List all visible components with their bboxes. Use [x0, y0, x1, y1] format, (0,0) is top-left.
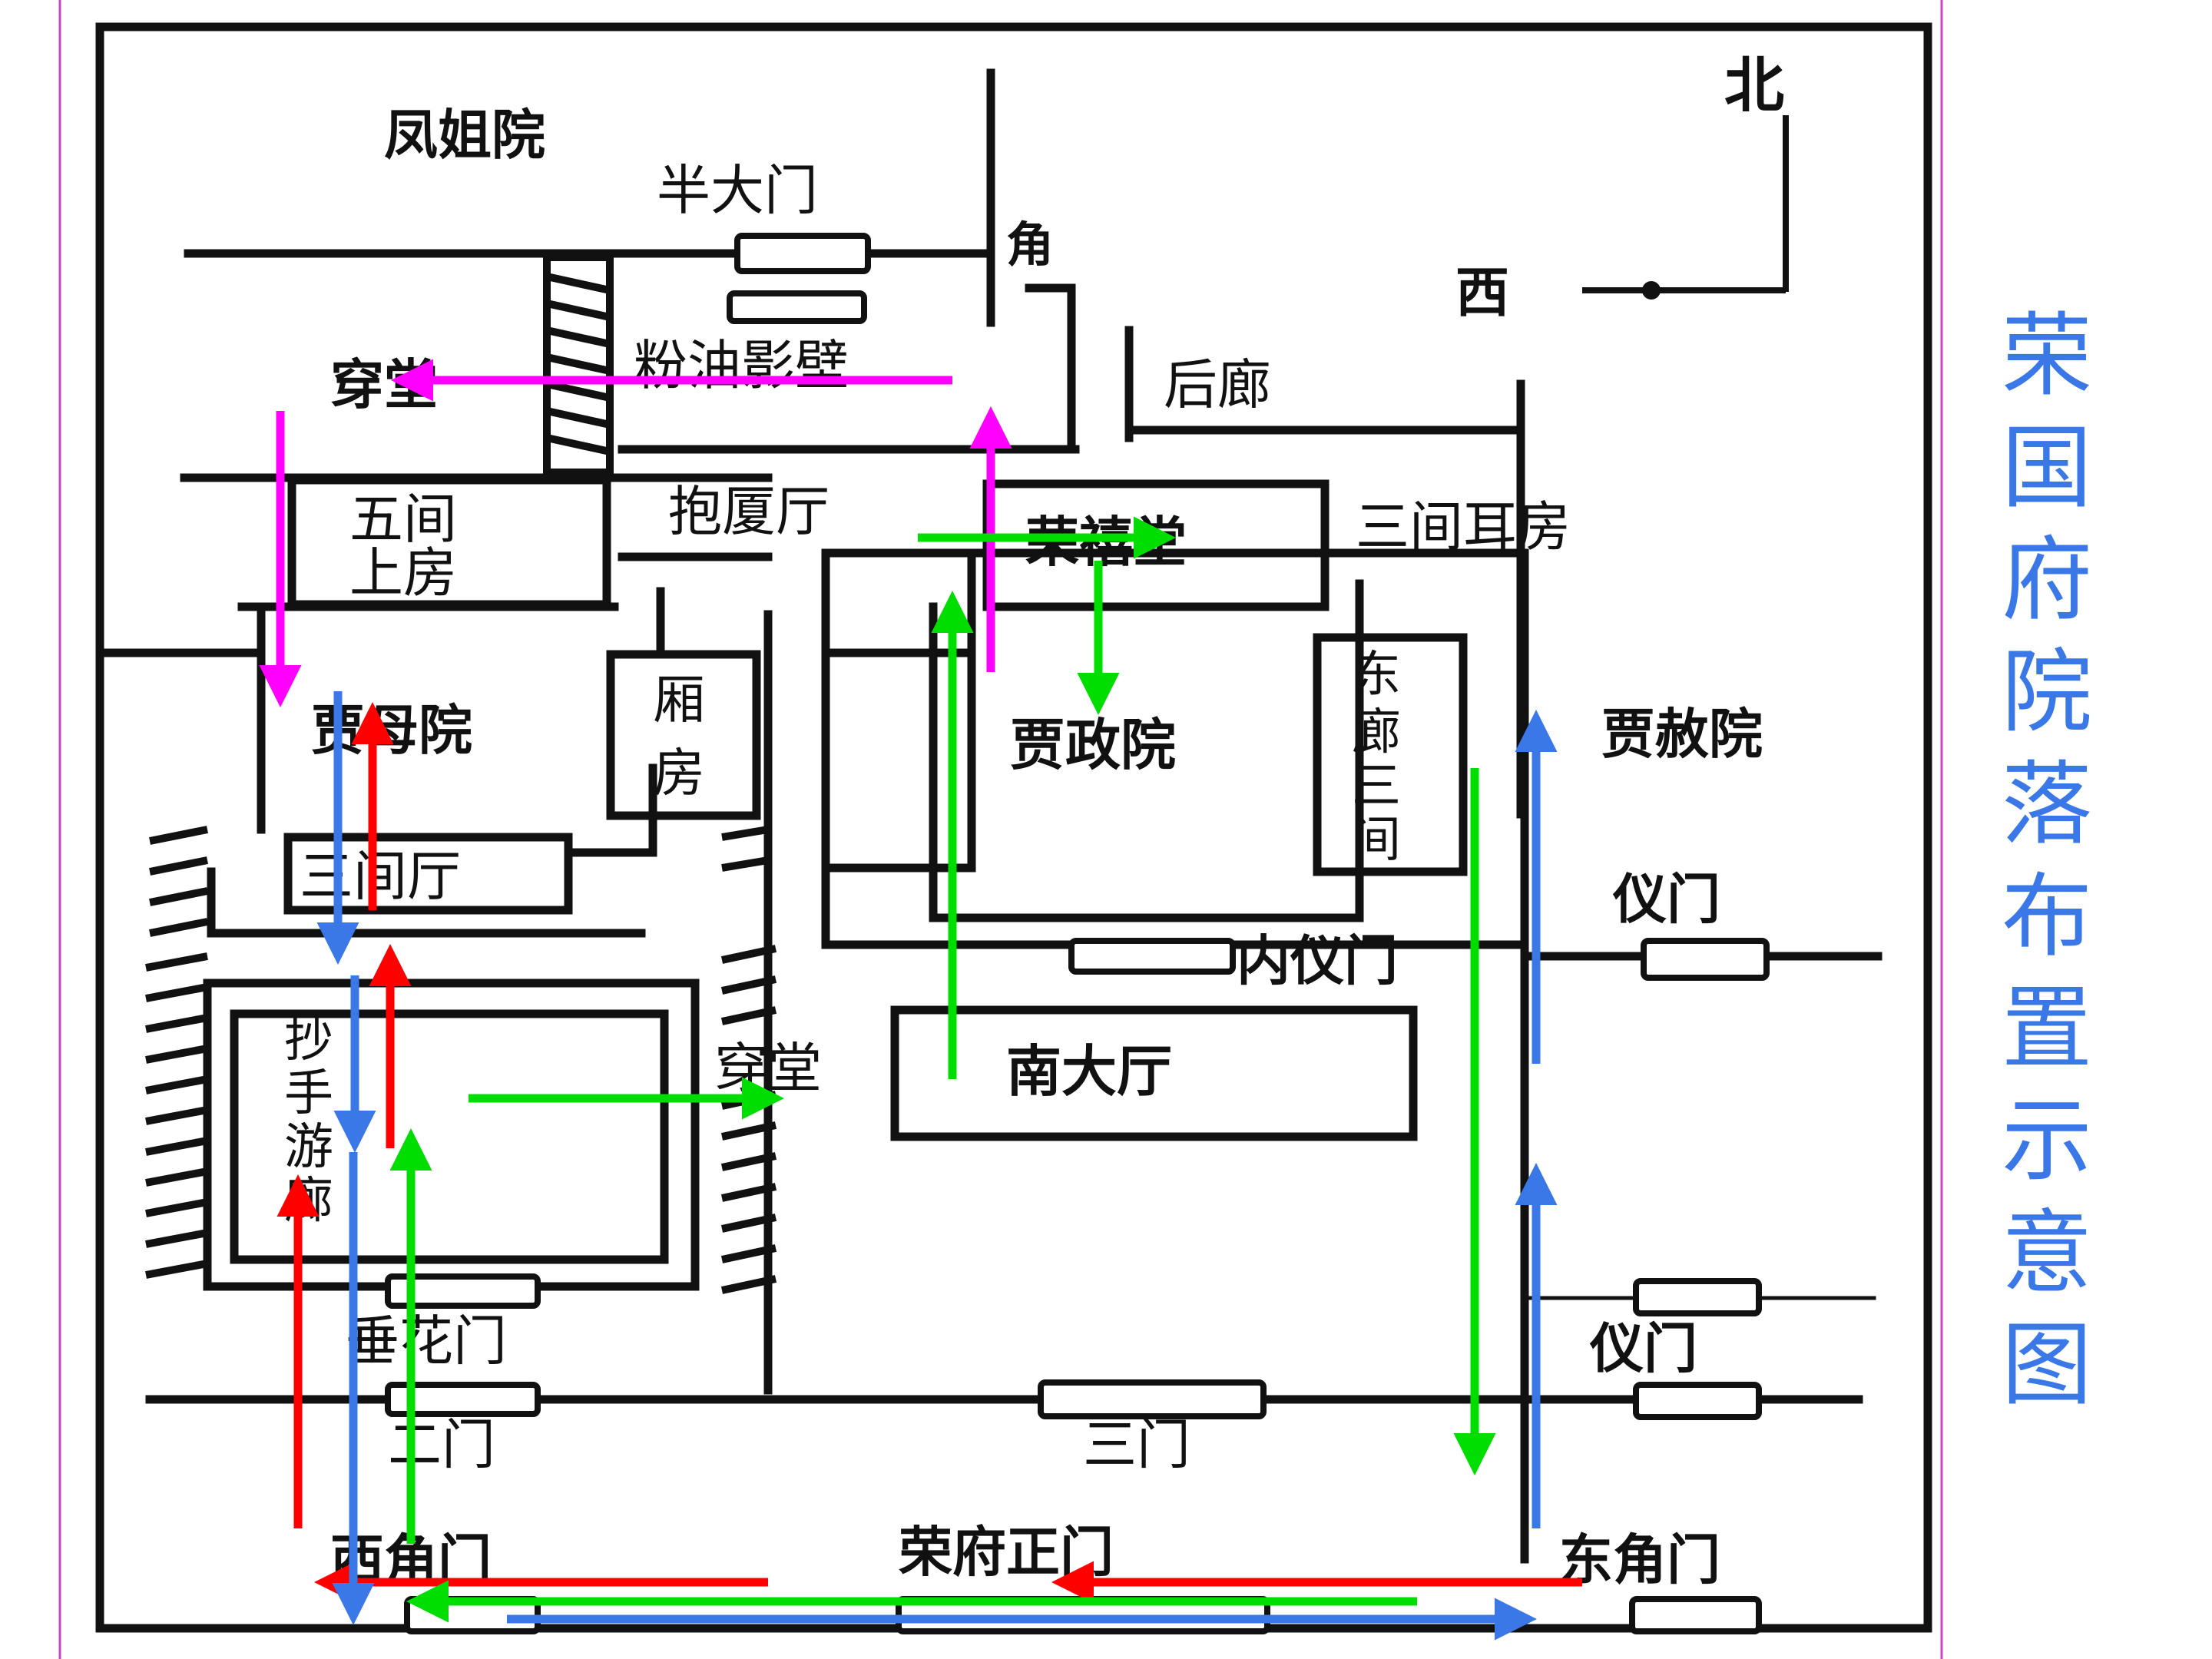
label-donglang-4: 间 [1352, 812, 1401, 869]
label-fendingyingbi: 粉油影壁 [634, 334, 849, 397]
label-donglang-3: 三 [1352, 758, 1401, 815]
label-chaoshou-1: 抄 [284, 1012, 333, 1068]
label-rongfuzhengmen: 荣府正门 [899, 1521, 1114, 1584]
label-nandating: 南大厅 [1006, 1039, 1172, 1104]
label-ermen: 二门 [388, 1413, 495, 1476]
label-dongjiaomen: 东角门 [1559, 1528, 1720, 1591]
label-xiangfang-2: 房 [653, 743, 705, 804]
label-yimen-top: 仪门 [1612, 868, 1720, 931]
label-chaoshou-3: 游 [284, 1119, 333, 1176]
label-sanmen: 三门 [1083, 1413, 1190, 1476]
label-yimen-bottom: 仪门 [1589, 1317, 1697, 1380]
gate-bandamen [734, 233, 871, 274]
label-chaoshou-2: 手 [284, 1065, 333, 1122]
gate-dongjiaomen [1629, 1596, 1762, 1634]
label-chuantang-top: 穿堂 [330, 353, 438, 416]
label-jiao: 角 [1006, 217, 1054, 273]
gate-fendingyingbi [727, 290, 867, 324]
label-xi: 西 [1455, 261, 1509, 324]
labels: 凤姐院 半大门 角 北 西 粉油影壁 穿堂 后廊 五间 上房 抱厦厅 荣禧堂 三… [284, 51, 1784, 1591]
label-neiyimen: 内仪门 [1237, 929, 1398, 992]
diagram-title: 荣国府院落布置示意图 [2001, 303, 2092, 1418]
label-wujianshangfang-1: 五间 [349, 488, 457, 551]
label-chuantang-mid: 穿堂 [714, 1037, 822, 1100]
label-sanjianerfang: 三间耳房 [1356, 495, 1571, 558]
label-donglang-1: 东 [1352, 647, 1401, 704]
gate-yimen-bottom-2 [1633, 1382, 1762, 1420]
label-jiazhengyuan: 贾政院 [1010, 713, 1176, 777]
label-fengjieyuan: 凤姐院 [384, 104, 545, 167]
walls [95, 22, 1932, 1633]
label-rongxitang: 荣禧堂 [1025, 511, 1187, 574]
routes [259, 359, 1582, 1641]
compass [1582, 115, 1789, 300]
gate-neiyimen [1068, 938, 1236, 975]
label-wujianshangfang-2: 上房 [349, 541, 457, 604]
gate-yimen-top [1641, 938, 1770, 981]
label-chaoshou-4: 廊 [284, 1173, 333, 1230]
gate-yimen-bottom [1633, 1278, 1762, 1316]
gate-chuihuamen [385, 1273, 541, 1309]
label-houlang: 后廊 [1164, 353, 1271, 416]
label-xiangfang-1: 厢 [653, 671, 705, 731]
label-chuihuamen: 垂花门 [346, 1310, 507, 1373]
label-bei: 北 [1724, 51, 1784, 121]
gate-ermen [385, 1382, 541, 1417]
label-donglang-2: 廊 [1352, 704, 1401, 761]
gate-sanmen [1038, 1379, 1267, 1419]
label-sanjianting: 三间厅 [300, 845, 461, 908]
label-bandamen: 半大门 [657, 159, 818, 222]
label-baoshating: 抱厦厅 [668, 480, 830, 543]
label-jiasheyuan: 贾赦院 [1601, 703, 1763, 766]
